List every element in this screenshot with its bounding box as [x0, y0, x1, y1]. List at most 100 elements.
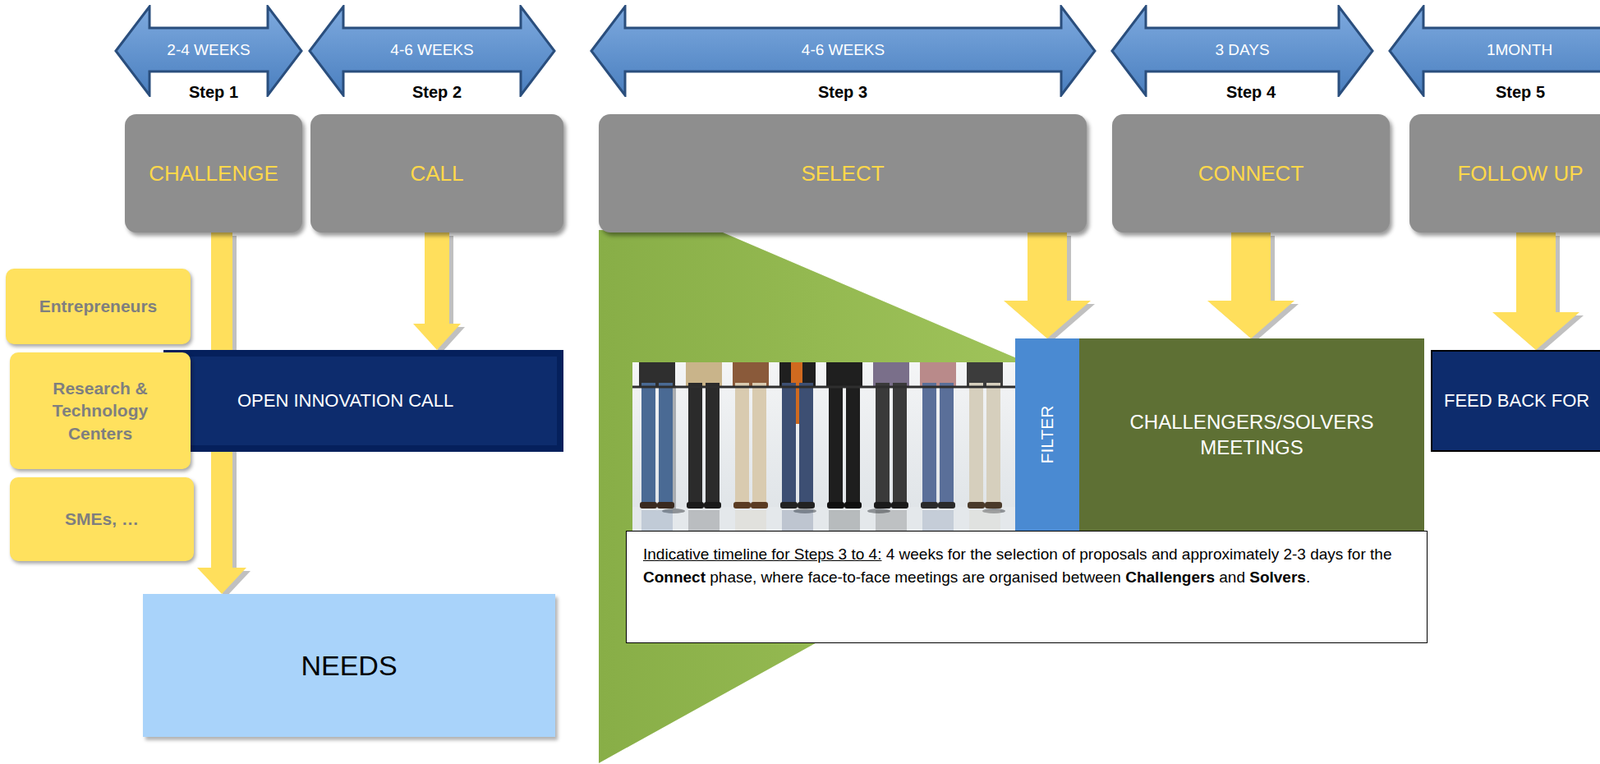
step-title: CONNECT	[1198, 160, 1305, 187]
floor-reflection	[735, 510, 767, 531]
person-legs	[733, 501, 751, 509]
queue-photo	[632, 506, 1016, 531]
person-legs	[705, 382, 720, 506]
flow-arrow	[1492, 232, 1580, 350]
meetings-box: CHALLENGERS/SOLVERS MEETINGS	[1079, 338, 1425, 531]
person-legs	[799, 382, 814, 506]
timeline-note: Indicative timeline for Steps 3 to 4: 4 …	[625, 530, 1428, 644]
step-label: Step 5	[1409, 82, 1600, 102]
arrow-label-holder: 3 DAYS	[1145, 27, 1339, 72]
step-label: Step 1	[124, 82, 303, 102]
duration-label: 4-6 WEEKS	[801, 41, 885, 60]
note-text: 4 weeks for the selection of proposals a…	[886, 545, 1393, 563]
person-legs	[781, 382, 796, 506]
duration-label: 3 DAYS	[1214, 41, 1269, 60]
floor-reflection	[922, 510, 954, 531]
filter-bar: FILTER	[1015, 338, 1080, 531]
person-legs	[873, 501, 892, 509]
person-legs	[641, 382, 656, 506]
duration-label: 1MONTH	[1486, 41, 1553, 60]
flow-arrow	[1003, 232, 1091, 339]
person-legs	[922, 382, 937, 506]
person-legs	[845, 382, 860, 506]
person-legs	[750, 501, 768, 509]
double-arrow	[591, 6, 1095, 96]
person-legs	[891, 501, 909, 509]
person-legs	[969, 382, 984, 506]
call-band-label: OPEN INNOVATION CALL	[237, 390, 454, 412]
filter-label: FILTER	[1037, 405, 1058, 465]
arrow-label-holder: 4-6 WEEKS	[343, 27, 521, 72]
arrow-label-holder: 4-6 WEEKS	[625, 27, 1062, 72]
actor-box: Entrepreneurs	[5, 268, 191, 345]
person-legs	[984, 501, 1003, 509]
needs-box-label: NEEDS	[300, 649, 397, 682]
floor-reflection	[969, 510, 1001, 531]
step-box: Step 1CHALLENGE	[124, 114, 303, 233]
person-legs	[657, 501, 675, 509]
step-title: CHALLENGE	[148, 160, 279, 187]
person-legs	[752, 382, 767, 506]
step-label: Step 2	[310, 82, 564, 102]
feedback-band: FEED BACK FOR	[1430, 349, 1600, 452]
actor-box-label: SMEs, …	[64, 507, 139, 530]
duration-label: 2-4 WEEKS	[166, 41, 250, 60]
person-legs	[688, 382, 703, 506]
person-legs	[967, 501, 985, 509]
floor-reflection	[781, 510, 814, 531]
step-label: Step 3	[598, 82, 1087, 102]
step-label: Step 4	[1112, 82, 1390, 102]
duration-arrow: 1MONTH	[1388, 4, 1600, 97]
double-arrow	[1112, 6, 1373, 96]
needs-box: NEEDS	[142, 593, 556, 737]
floor-reflection	[641, 510, 673, 531]
note-text: Connect	[643, 568, 706, 586]
person-legs	[875, 382, 890, 506]
person-legs	[639, 362, 1003, 509]
person-legs	[892, 382, 907, 506]
arrow-label-holder: 2-4 WEEKS	[149, 27, 268, 72]
person-legs	[639, 501, 658, 509]
queue-photo	[632, 362, 1016, 531]
floor-reflection	[828, 510, 860, 531]
actor-box-label: Entrepreneurs	[39, 294, 158, 318]
actor-box-label: Research & Technology Centers	[29, 377, 171, 445]
flow-arrow	[413, 232, 465, 354]
person-legs	[735, 382, 750, 506]
person-legs	[844, 501, 862, 509]
select-funnel	[598, 229, 1019, 764]
floor-reflection	[688, 510, 720, 531]
step-box: Step 5FOLLOW UP	[1409, 114, 1600, 233]
person-legs	[937, 501, 956, 509]
call-band: OPEN INNOVATION CALL	[163, 349, 564, 452]
feedback-band-label: FEED BACK FOR	[1443, 390, 1590, 412]
step-box: Step 2CALL	[310, 114, 564, 233]
flow-arrow	[413, 232, 461, 350]
flow-arrow	[1207, 232, 1299, 342]
note-text: .	[1305, 568, 1311, 586]
person-legs	[658, 382, 673, 506]
arrow-label-holder: 1MONTH	[1423, 27, 1600, 72]
queue-photo	[632, 362, 1016, 531]
step-box: Step 4CONNECT	[1112, 114, 1390, 233]
step-box: Step 3SELECT	[598, 114, 1087, 233]
double-arrow	[1389, 6, 1600, 96]
stanchion-rope	[632, 386, 1016, 389]
duration-label: 4-6 WEEKS	[390, 41, 474, 60]
double-arrow	[309, 6, 555, 96]
flow-arrow	[1207, 232, 1295, 339]
person-legs	[939, 382, 954, 506]
note-text: Solvers	[1249, 568, 1306, 586]
person-legs	[920, 501, 938, 509]
person-legs	[780, 501, 798, 509]
actor-box: SMEs, …	[9, 477, 194, 561]
person-legs	[703, 501, 722, 509]
floor-reflection	[641, 510, 1001, 531]
double-arrow	[115, 6, 302, 96]
actor-box: Research & Technology Centers	[9, 352, 191, 469]
person-legs	[986, 382, 1001, 506]
person-legs	[828, 382, 843, 506]
person-legs	[797, 501, 815, 509]
step-title: CALL	[409, 160, 464, 187]
meetings-box-label: CHALLENGERS/SOLVERS MEETINGS	[1103, 409, 1400, 460]
